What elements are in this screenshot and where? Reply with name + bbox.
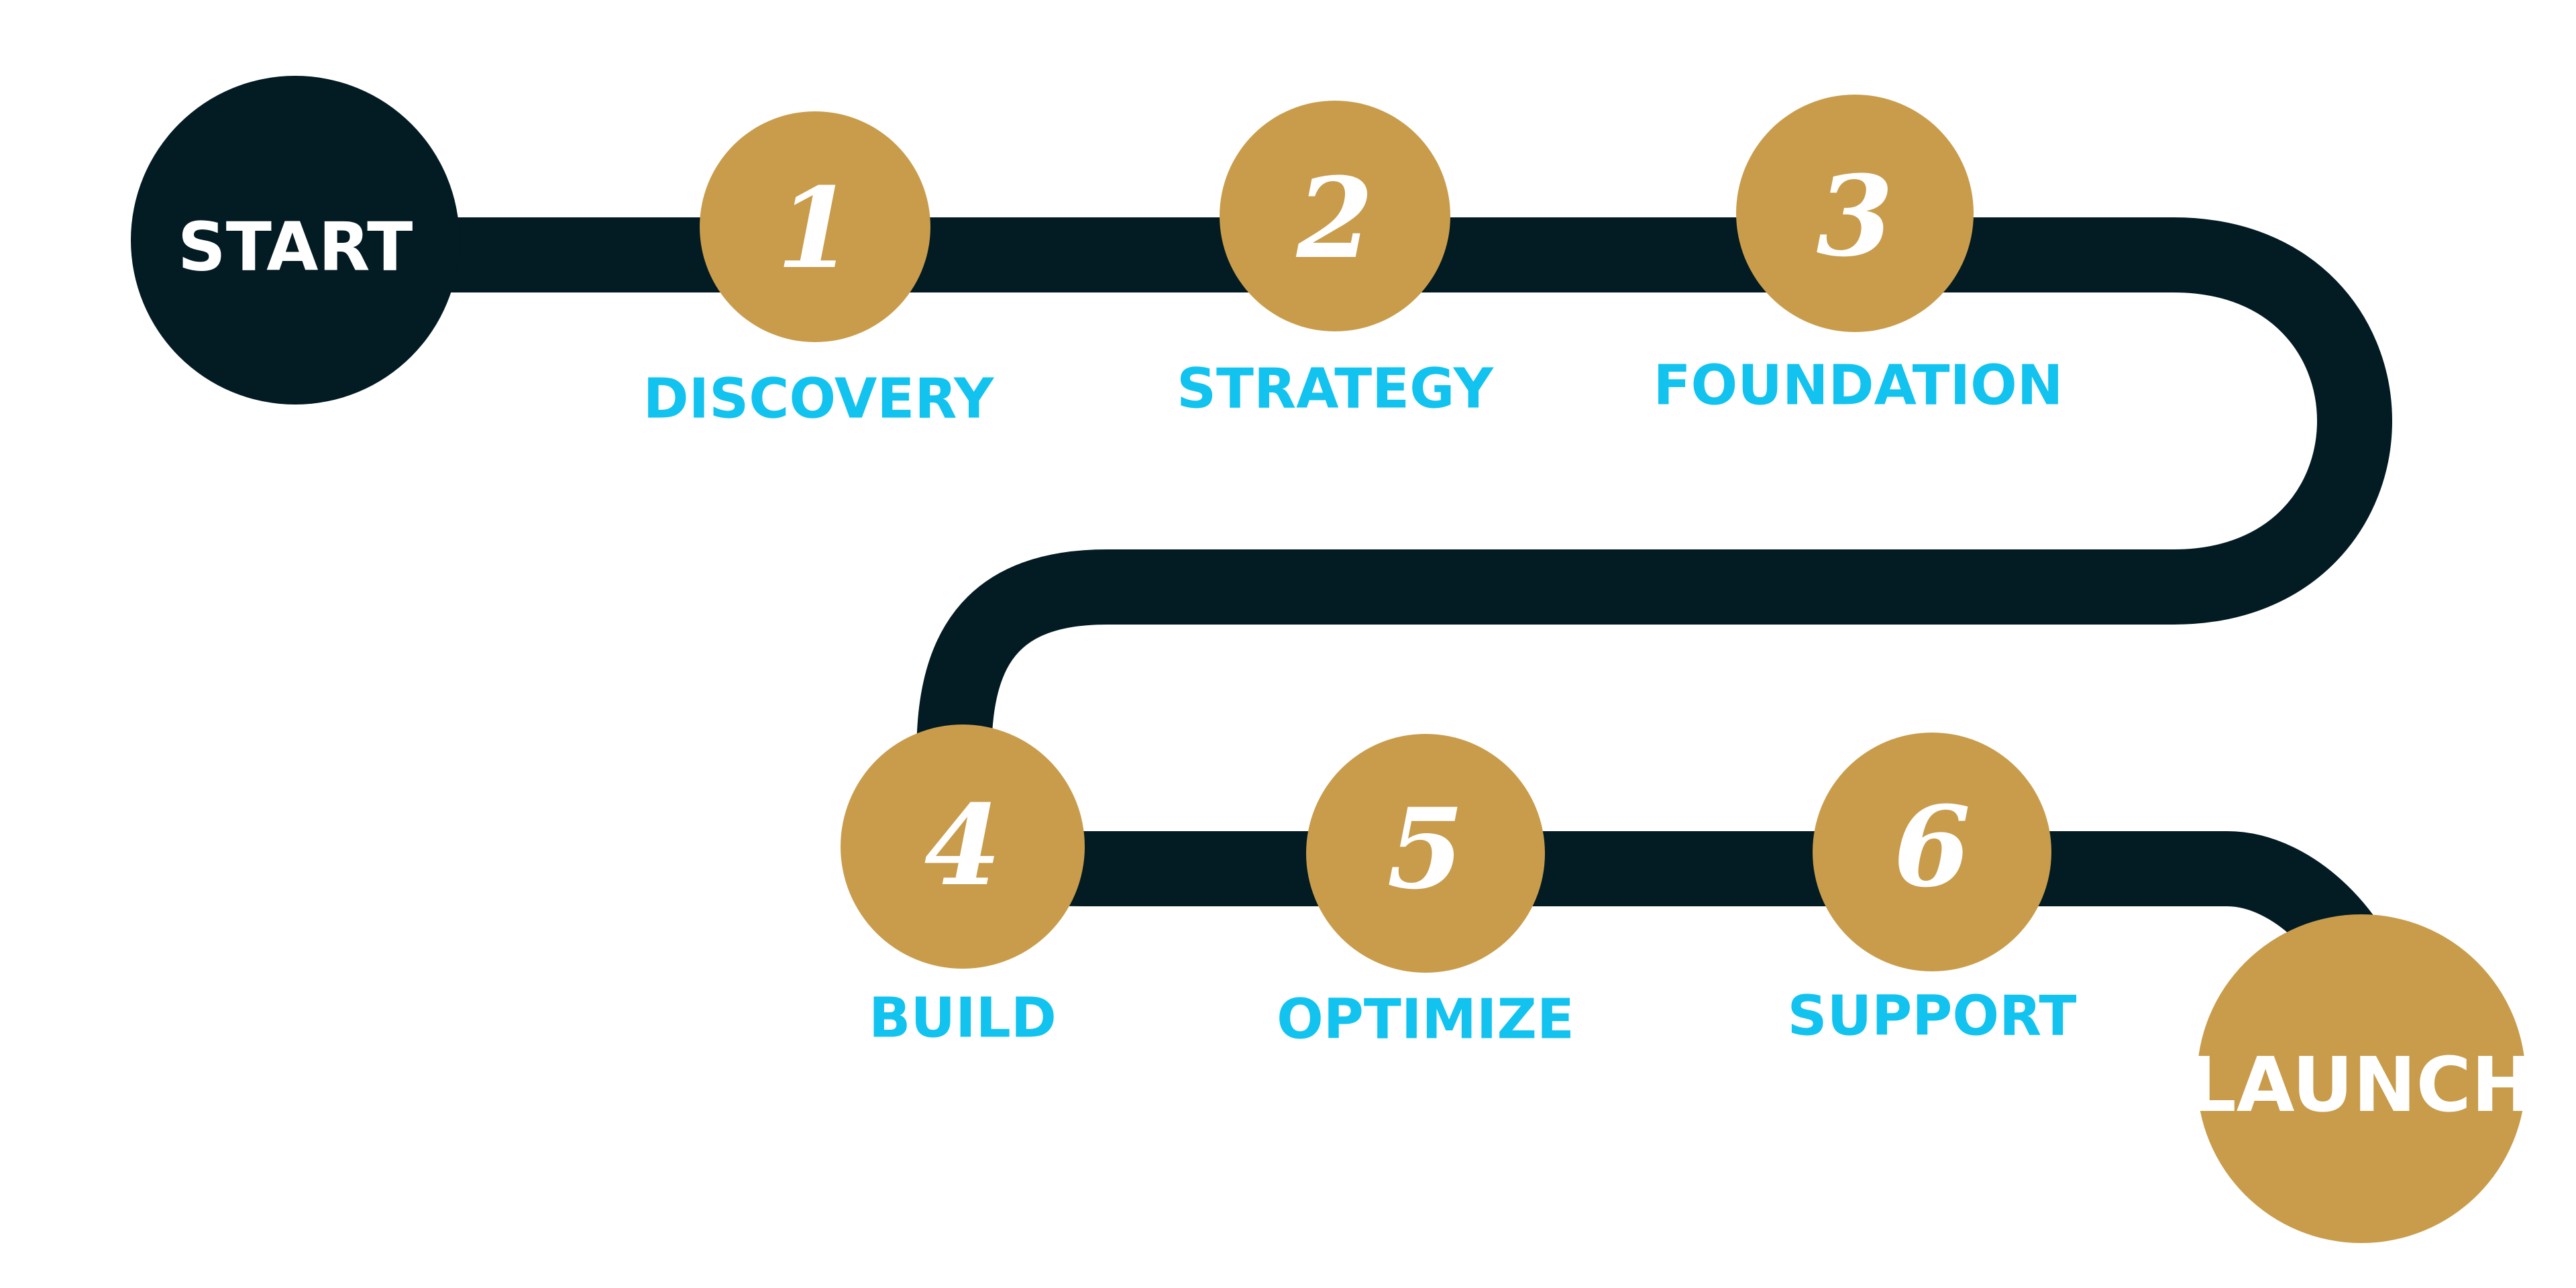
step-3-circle [1736, 95, 1974, 332]
launch-node: LAUNCH [2188, 914, 2534, 1243]
step-6: 6 SUPPORT [1788, 733, 2077, 1049]
step-4: 4 BUILD [841, 724, 1085, 1051]
step-5: 5 OPTIMIZE [1277, 734, 1574, 1052]
step-3-label: FOUNDATION [1654, 354, 2063, 418]
start-label: START [178, 208, 413, 286]
launch-circle [2197, 914, 2526, 1243]
step-1-label: DISCOVERY [643, 368, 995, 431]
step-5-number: 5 [1387, 784, 1464, 914]
step-6-number: 6 [1894, 782, 1971, 912]
start-node: START [131, 76, 460, 405]
start-circle [131, 76, 460, 405]
step-2-label: STRATEGY [1177, 358, 1495, 421]
step-1-number: 1 [777, 163, 854, 293]
step-1: 1 DISCOVERY [643, 111, 995, 431]
step-6-circle [1813, 733, 2051, 971]
step-4-label: BUILD [869, 987, 1057, 1051]
step-4-number: 4 [924, 780, 1002, 910]
step-2: 2 STRATEGY [1177, 101, 1495, 421]
step-3-number: 3 [1817, 151, 1894, 281]
step-5-circle [1306, 734, 1545, 973]
step-5-label: OPTIMIZE [1277, 988, 1574, 1052]
roadmap-road [295, 217, 2412, 1015]
launch-label: LAUNCH [2188, 1042, 2534, 1129]
step-1-circle [700, 111, 930, 342]
step-3: 3 FOUNDATION [1654, 95, 2063, 418]
step-6-label: SUPPORT [1788, 985, 2077, 1049]
step-2-circle [1220, 101, 1450, 331]
step-4-circle [841, 724, 1085, 969]
step-2-number: 2 [1296, 153, 1374, 283]
